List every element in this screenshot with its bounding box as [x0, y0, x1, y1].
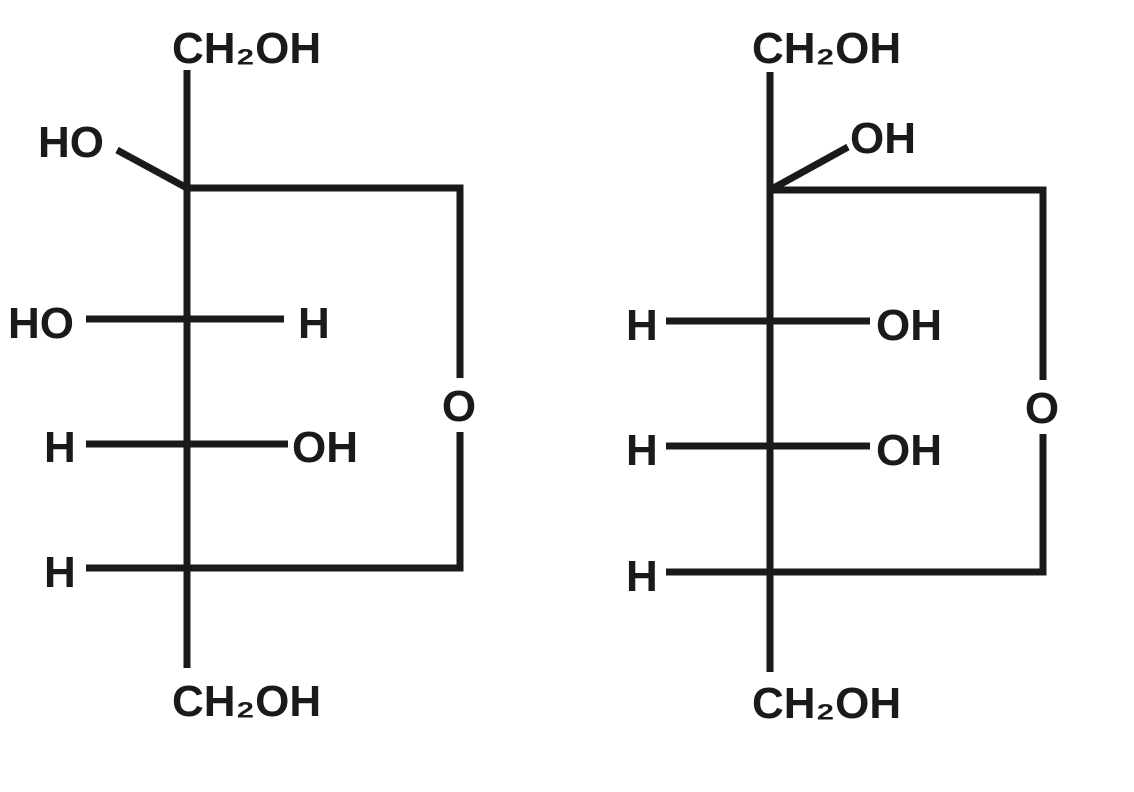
left-ring-oxygen-label: O [442, 382, 476, 431]
left-c4-h-label: H [44, 423, 76, 472]
right-c3-h-label: H [626, 301, 658, 350]
left-c3-h-label: H [298, 299, 330, 348]
right-ring-top-bond [770, 186, 1047, 380]
left-structure: CH₂OH HO HO H O H OH H CH₂OH [8, 24, 476, 726]
left-bottom-ch2oh-label: CH₂OH [172, 677, 321, 726]
left-c4-oh-label: OH [292, 423, 358, 472]
right-c4-oh-label: OH [876, 426, 942, 475]
right-c2-oh-bond [768, 143, 850, 194]
right-ring-oxygen-label: O [1025, 384, 1059, 433]
right-c2-oh-label: OH [850, 114, 916, 163]
right-c3-oh-label: OH [876, 301, 942, 350]
right-structure: CH₂OH OH H OH O H OH H CH₂OH [626, 24, 1059, 728]
right-ring-bottom-bond [770, 434, 1047, 576]
right-top-ch2oh-label: CH₂OH [752, 24, 901, 73]
right-bottom-ch2oh-label: CH₂OH [752, 679, 901, 728]
left-top-ch2oh-label: CH₂OH [172, 24, 321, 73]
left-ring-bottom-bond [187, 432, 464, 572]
left-ring-top-bond [187, 184, 464, 378]
right-c4-h-label: H [626, 426, 658, 475]
right-c5-h-label: H [626, 552, 658, 601]
left-c3-ho-label: HO [8, 299, 74, 348]
left-c2-ho-label: HO [38, 118, 104, 167]
left-c5-h-label: H [44, 548, 76, 597]
left-c2-ho-bond [115, 146, 189, 192]
